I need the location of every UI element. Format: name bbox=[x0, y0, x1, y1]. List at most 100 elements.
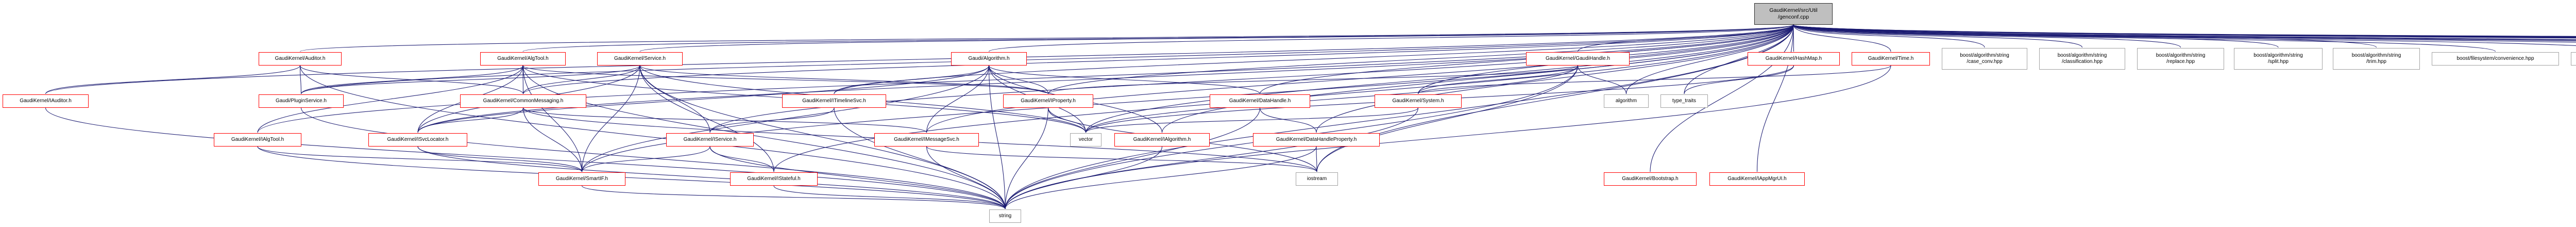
include-edge-ialgorithm-to-string bbox=[1005, 146, 1163, 209]
include-edge-gaudihandle-to-iostream bbox=[1316, 65, 1579, 172]
include-edge-istateful-to-string bbox=[773, 185, 1006, 209]
graph-node-ialgorithm[interactable]: GaudiKernel/IAlgorithm.h bbox=[1114, 133, 1210, 147]
graph-node-iproperty[interactable]: GaudiKernel/IProperty.h bbox=[1003, 94, 1093, 108]
include-edge-root-to-ialgtool bbox=[257, 24, 1794, 133]
include-edge-time-to-system bbox=[1417, 65, 1891, 94]
include-edge-root-to-algtool bbox=[522, 24, 1794, 52]
include-edge-imessagesvc-to-string bbox=[926, 146, 1006, 209]
graph-node-algorithm-std: algorithm bbox=[1604, 94, 1649, 108]
include-edge-ialgtool-to-smartif bbox=[257, 146, 583, 172]
include-edge-commonmessaging-to-isvclocator bbox=[417, 107, 524, 133]
graph-node-auditor[interactable]: GaudiKernel/Auditor.h bbox=[259, 52, 342, 66]
graph-node-itimelinesvc[interactable]: GaudiKernel/ITimelineSvc.h bbox=[782, 94, 886, 108]
graph-node-algorithm[interactable]: Gaudi/Algorithm.h bbox=[951, 52, 1027, 66]
include-edge-root-to-time bbox=[1793, 24, 1891, 52]
include-edge-root-to-iauditor bbox=[45, 24, 1794, 94]
graph-node-bootstrap[interactable]: GaudiKernel/Bootstrap.h bbox=[1604, 172, 1697, 186]
include-edge-root-to-iservice bbox=[709, 24, 1794, 133]
graph-node-classification: boost/algorithm/string /classification.h… bbox=[2039, 48, 2125, 70]
graph-node-case-conv: boost/algorithm/string /case_conv.hpp bbox=[1942, 48, 2027, 70]
include-edge-root-to-algorithm_std bbox=[1625, 24, 1794, 94]
graph-node-isvclocator[interactable]: GaudiKernel/ISvcLocator.h bbox=[368, 133, 467, 147]
include-edge-iproperty-to-string bbox=[1005, 107, 1049, 209]
graph-node-time[interactable]: GaudiKernel/Time.h bbox=[1852, 52, 1930, 66]
include-edge-algorithm-to-datahandle bbox=[988, 65, 1261, 94]
graph-node-trim: boost/algorithm/string /trim.hpp bbox=[2333, 48, 2420, 70]
include-edge-root-to-sstream bbox=[1793, 24, 2576, 38]
include-edge-algtool-to-smartif bbox=[522, 65, 583, 172]
graph-node-replace: boost/algorithm/string /replace.hpp bbox=[2137, 48, 2224, 70]
graph-node-vector: vector bbox=[1070, 133, 1101, 147]
graph-node-datahandle[interactable]: GaudiKernel/DataHandle.h bbox=[1210, 94, 1310, 108]
include-edge-algtool-to-iproperty bbox=[522, 65, 1049, 94]
include-edge-gaudihandle-to-vector bbox=[1085, 65, 1579, 133]
include-edge-algorithm-to-string bbox=[988, 65, 1006, 209]
include-edge-datahandleprop-to-string bbox=[1005, 146, 1317, 209]
graph-node-iservice[interactable]: GaudiKernel/IService.h bbox=[666, 133, 754, 147]
graph-node-smartif[interactable]: GaudiKernel/SmartIF.h bbox=[538, 172, 625, 186]
include-edge-iservice-to-smartif bbox=[581, 146, 710, 172]
include-edge-hashmap-to-type_traits bbox=[1684, 65, 1794, 94]
include-edge-root-to-fs_exception bbox=[1793, 24, 2576, 46]
include-edge-algorithm-to-iproperty bbox=[988, 65, 1049, 94]
graph-node-system[interactable]: GaudiKernel/System.h bbox=[1375, 94, 1462, 108]
include-edge-auditor-to-iauditor bbox=[45, 65, 301, 94]
include-edge-itimelinesvc-to-iservice bbox=[709, 107, 835, 133]
include-edge-root-to-replace bbox=[1793, 24, 2181, 48]
graph-node-split: boost/algorithm/string /split.hpp bbox=[2234, 48, 2323, 70]
include-edge-root-to-case_conv bbox=[1793, 24, 1985, 48]
include-edge-root-to-commonmessaging bbox=[522, 24, 1794, 94]
include-edge-datahandleprop-to-iostream bbox=[1316, 146, 1317, 172]
include-edge-root-to-iappmgrui bbox=[1756, 24, 1794, 172]
include-edge-datahandle-to-datahandleprop bbox=[1259, 107, 1317, 133]
include-edge-root-to-pluginservice bbox=[300, 24, 1794, 94]
include-edge-algtool-to-string bbox=[522, 65, 1006, 209]
include-edge-root-to-algorithm bbox=[988, 24, 1794, 52]
graph-node-ialgtool[interactable]: GaudiKernel/IAlgTool.h bbox=[214, 133, 301, 147]
graph-node-iostream: iostream bbox=[1296, 172, 1338, 186]
graph-node-fs-exception: boost/filesystem/exception.hpp bbox=[2571, 52, 2576, 66]
include-edge-root-to-service bbox=[639, 24, 1794, 52]
graph-node-gaudihandle[interactable]: GaudiKernel/GaudiHandle.h bbox=[1526, 52, 1630, 66]
include-edge-ialgtool-to-string bbox=[257, 146, 1006, 209]
graph-node-string: string bbox=[989, 209, 1021, 223]
graph-node-root: GaudiKernel/src/Util /genconf.cpp bbox=[1754, 3, 1833, 25]
include-edge-system-to-string bbox=[1005, 107, 1419, 209]
include-edge-root-to-bootstrap bbox=[1650, 24, 1794, 172]
include-edge-service-to-string bbox=[639, 65, 1006, 209]
include-edge-service-to-smartif bbox=[581, 65, 640, 172]
include-edge-algorithm-to-itimelinesvc bbox=[834, 65, 990, 94]
graph-node-pluginservice[interactable]: Gaudi/PluginService.h bbox=[259, 94, 344, 108]
include-edge-root-to-auditor bbox=[299, 24, 1794, 52]
include-edge-service-to-pluginservice bbox=[300, 65, 640, 94]
include-edge-auditor-to-pluginservice bbox=[299, 65, 302, 94]
include-edge-imessagesvc-to-iostream bbox=[926, 146, 1317, 172]
include-edge-isvclocator-to-smartif bbox=[417, 146, 583, 172]
include-edge-algorithm-to-smartif bbox=[581, 65, 990, 172]
include-edge-root-to-smartif bbox=[581, 24, 1794, 172]
include-edge-service-to-istateful bbox=[639, 65, 774, 172]
include-edge-auditor-to-string bbox=[299, 65, 1006, 209]
include-edge-gaudihandle-to-system bbox=[1417, 65, 1579, 94]
graph-node-imessagesvc[interactable]: GaudiKernel/IMessageSvc.h bbox=[874, 133, 979, 147]
graph-node-datahandleprop[interactable]: GaudiKernel/DataHandleProperty.h bbox=[1253, 133, 1380, 147]
graph-node-algtool[interactable]: GaudiKernel/AlgTool.h bbox=[480, 52, 566, 66]
include-edge-iauditor-to-string bbox=[45, 107, 1006, 209]
include-edge-commonmessaging-to-imessagesvc bbox=[522, 107, 927, 133]
include-edge-algtool-to-ialgtool bbox=[257, 65, 523, 133]
include-edge-root-to-string bbox=[1005, 24, 1794, 209]
include-edge-datahandle-to-string bbox=[1005, 107, 1261, 209]
include-edge-system-to-vector bbox=[1085, 107, 1419, 133]
include-edge-service-to-iproperty bbox=[639, 65, 1049, 94]
graph-node-hashmap[interactable]: GaudiKernel/HashMap.h bbox=[1748, 52, 1840, 66]
include-edge-itimelinesvc-to-string bbox=[834, 107, 1006, 209]
include-edge-algorithm-to-imessagesvc bbox=[926, 65, 990, 133]
graph-node-iappmgrui[interactable]: GaudiKernel/IAppMgrUI.h bbox=[1709, 172, 1805, 186]
graph-node-commonmessaging[interactable]: GaudiKernel/CommonMessaging.h bbox=[460, 94, 586, 108]
include-edge-gaudihandle-to-iproperty bbox=[1047, 65, 1579, 94]
graph-node-service[interactable]: GaudiKernel/Service.h bbox=[597, 52, 683, 66]
graph-node-istateful[interactable]: GaudiKernel/IStateful.h bbox=[730, 172, 818, 186]
graph-node-iauditor[interactable]: GaudiKernel/IAuditor.h bbox=[3, 94, 89, 108]
